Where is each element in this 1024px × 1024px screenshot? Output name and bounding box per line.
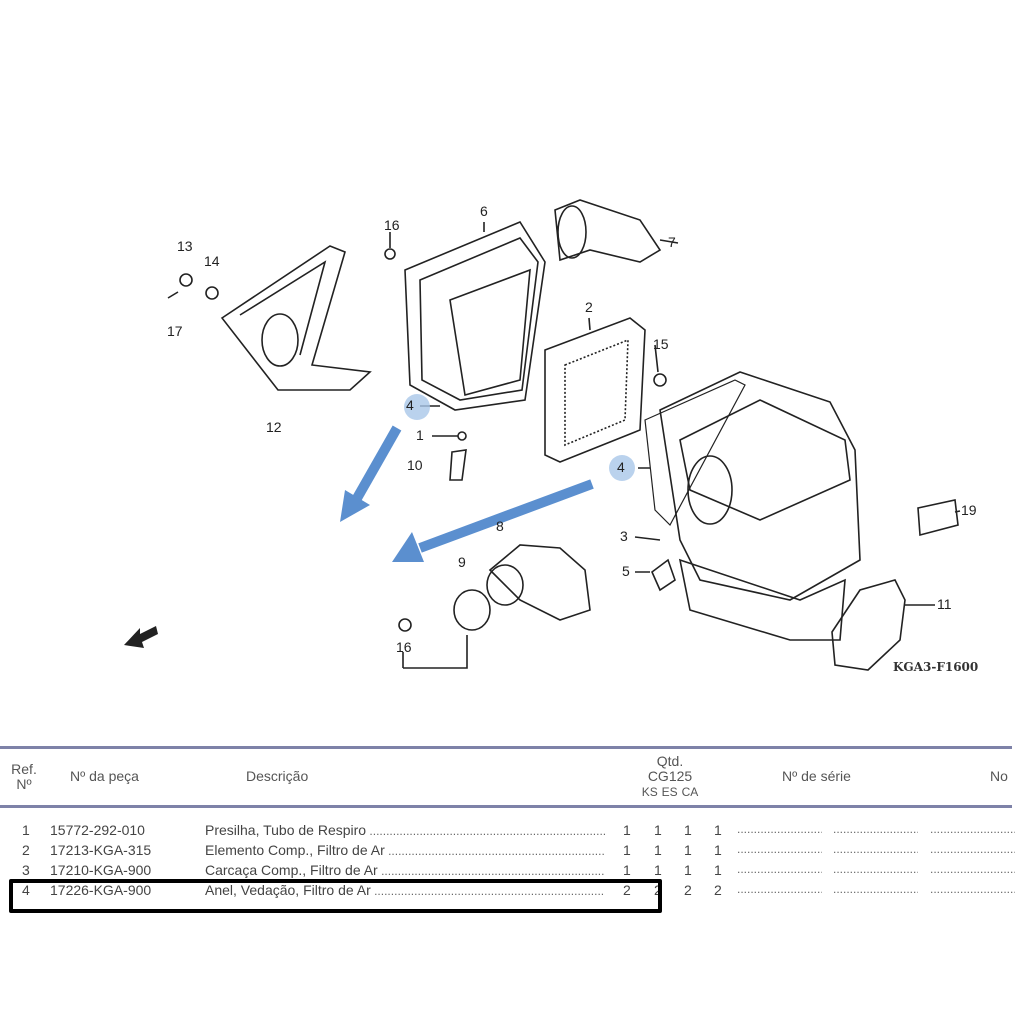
serial-placeholder: ........................................ bbox=[930, 842, 1015, 856]
serial-placeholder: ........................................ bbox=[833, 822, 918, 836]
row-quantity: 1 bbox=[623, 822, 631, 838]
row-quantity: 1 bbox=[684, 862, 692, 878]
header-notes: No bbox=[990, 768, 1008, 784]
row-description: Elemento Comp., Filtro de Ar ...........… bbox=[205, 842, 605, 858]
exploded-parts-diagram bbox=[124, 199, 961, 671]
pointer-arrow-2 bbox=[392, 532, 424, 562]
callout-label: 3 bbox=[620, 528, 628, 544]
callout-label: 1 bbox=[416, 427, 424, 443]
upper-case-part bbox=[404, 221, 546, 411]
row-part-number: 17213-KGA-315 bbox=[50, 842, 152, 858]
row-description: Presilha, Tubo de Respiro ..............… bbox=[205, 822, 605, 838]
header-serial-number: Nº de série bbox=[782, 768, 851, 784]
clamp-part bbox=[453, 589, 491, 631]
callout-label: 17 bbox=[167, 323, 183, 339]
callout-label: 16 bbox=[396, 639, 412, 655]
row-part-number: 15772-292-010 bbox=[50, 822, 145, 838]
row-quantity: 1 bbox=[684, 842, 692, 858]
snorkel-part bbox=[554, 199, 662, 263]
callout-label: 2 bbox=[585, 299, 593, 315]
callout-label: 7 bbox=[668, 234, 676, 250]
highlight-box bbox=[9, 879, 662, 913]
row-part-number: 17210-KGA-900 bbox=[50, 862, 152, 878]
serial-placeholder: ........................................ bbox=[930, 862, 1015, 876]
row-description: Anel, Vedação, Filtro de Ar ............… bbox=[205, 882, 605, 898]
callout-label: 5 bbox=[622, 563, 630, 579]
callout-label: 15 bbox=[653, 336, 669, 352]
row-quantity: 1 bbox=[654, 862, 662, 878]
table-header-rule bbox=[0, 805, 1012, 808]
serial-placeholder: ........................................ bbox=[833, 862, 918, 876]
filter-sponge-part bbox=[917, 499, 959, 537]
row-quantity: 1 bbox=[714, 822, 722, 838]
row-quantity: 1 bbox=[654, 822, 662, 838]
front-direction-arrow-icon bbox=[124, 626, 158, 648]
callout-label: 19 bbox=[961, 502, 977, 518]
callout-label: 14 bbox=[204, 253, 220, 269]
serial-placeholder: ........................................ bbox=[737, 842, 822, 856]
row-quantity: 1 bbox=[684, 822, 692, 838]
row-description: Carcaça Comp., Filtro de Ar ............… bbox=[205, 862, 605, 878]
side-cover-part bbox=[220, 245, 372, 391]
row-ref: 2 bbox=[22, 842, 30, 858]
air-filter-housing-part bbox=[659, 371, 861, 601]
callout-label: 4 bbox=[406, 397, 414, 413]
serial-placeholder: ........................................ bbox=[930, 822, 1015, 836]
serial-placeholder: ........................................ bbox=[737, 882, 822, 896]
row-quantity: 2 bbox=[714, 882, 722, 898]
pointer-arrow-1 bbox=[340, 490, 370, 522]
row-quantity: 2 bbox=[684, 882, 692, 898]
row-quantity: 1 bbox=[714, 842, 722, 858]
intake-tube-part bbox=[488, 544, 591, 621]
callout-label: 12 bbox=[266, 419, 282, 435]
row-quantity: 2 bbox=[654, 882, 662, 898]
diagram-code: KGA3-F1600 bbox=[893, 660, 979, 674]
callout-label: 8 bbox=[496, 518, 504, 534]
header-part-number: Nº da peça bbox=[70, 768, 139, 784]
serial-placeholder: ........................................ bbox=[833, 882, 918, 896]
header-description: Descrição bbox=[246, 768, 309, 784]
row-quantity: 1 bbox=[714, 862, 722, 878]
row-ref: 1 bbox=[22, 822, 30, 838]
row-ref: 3 bbox=[22, 862, 30, 878]
callout-label: 10 bbox=[407, 457, 423, 473]
serial-placeholder: ........................................ bbox=[737, 862, 822, 876]
callout-label: 11 bbox=[937, 596, 952, 612]
row-quantity: 1 bbox=[623, 842, 631, 858]
callout-label: 13 bbox=[177, 238, 193, 254]
callout-label: 4 bbox=[617, 459, 625, 475]
row-quantity: 1 bbox=[623, 862, 631, 878]
filter-element-part bbox=[544, 317, 646, 463]
row-quantity: 1 bbox=[654, 842, 662, 858]
row-part-number: 17226-KGA-900 bbox=[50, 882, 152, 898]
table-top-rule bbox=[0, 746, 1012, 749]
header-ref: Ref.Nº bbox=[11, 761, 37, 792]
serial-placeholder: ........................................ bbox=[737, 822, 822, 836]
row-ref: 4 bbox=[22, 882, 30, 898]
callout-label: 6 bbox=[480, 203, 488, 219]
callout-label: 16 bbox=[384, 217, 400, 233]
drain-cap-part bbox=[831, 579, 906, 671]
callout-label: 9 bbox=[458, 554, 466, 570]
row-quantity: 2 bbox=[623, 882, 631, 898]
serial-placeholder: ........................................ bbox=[930, 882, 1015, 896]
serial-placeholder: ........................................ bbox=[833, 842, 918, 856]
